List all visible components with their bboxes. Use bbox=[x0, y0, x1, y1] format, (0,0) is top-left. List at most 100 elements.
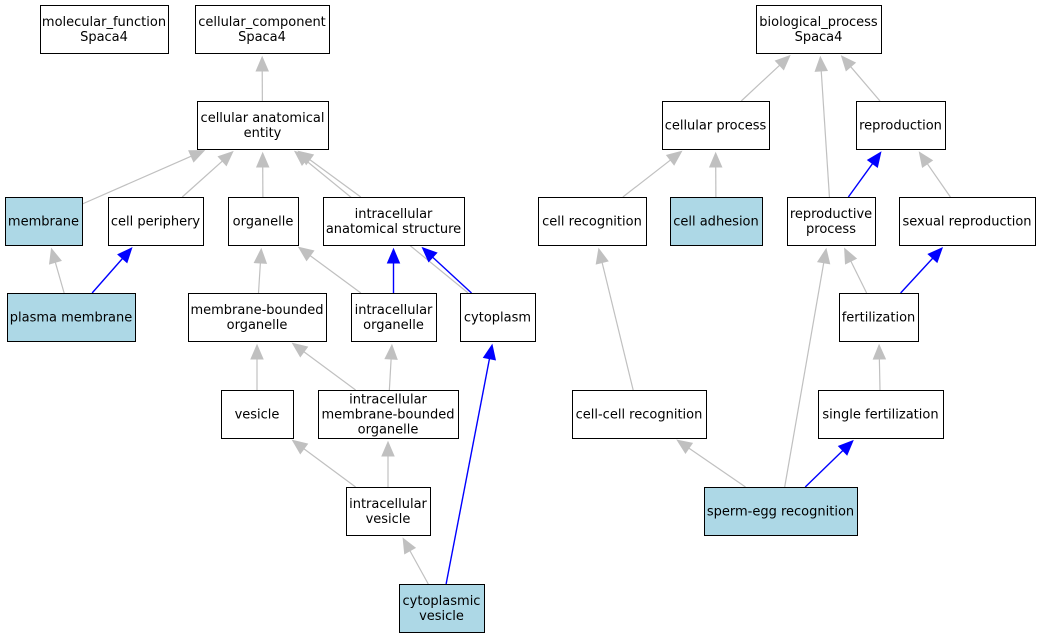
node-sexual_reproduction[interactable]: sexual reproduction bbox=[899, 197, 1036, 246]
node-label-line: membrane-bounded bbox=[321, 408, 454, 423]
node-label-line: organelle bbox=[233, 215, 294, 230]
node-label-line: plasma membrane bbox=[10, 311, 133, 326]
node-label-line: vesicle bbox=[419, 609, 464, 624]
edge-sperm_egg_recognition-to-single_fertilization bbox=[804, 439, 854, 488]
node-plasma_membrane[interactable]: plasma membrane bbox=[7, 293, 136, 342]
edge-arrowhead bbox=[386, 247, 401, 264]
node-label-line: cellular_component bbox=[198, 15, 326, 30]
node-box[interactable] bbox=[818, 390, 944, 439]
nodes-layer: molecular_functionSpaca4cellular_compone… bbox=[5, 5, 1036, 633]
node-single_fertilization[interactable]: single fertilization bbox=[818, 390, 944, 439]
node-label-line: cellular process bbox=[665, 119, 767, 134]
node-box[interactable] bbox=[856, 101, 946, 150]
edge-arrowhead bbox=[48, 247, 62, 265]
node-cell_cell_recognition[interactable]: cell-cell recognition bbox=[572, 390, 707, 439]
edge-line bbox=[54, 262, 65, 294]
node-organelle[interactable]: organelle bbox=[228, 197, 299, 246]
edge-line bbox=[309, 159, 362, 198]
edge-membrane_bounded_organelle-to-organelle bbox=[253, 247, 268, 294]
node-label-line: Spaca4 bbox=[795, 30, 843, 45]
edge-reproductive_process-to-reproduction bbox=[847, 151, 882, 198]
node-reproduction[interactable]: reproduction bbox=[856, 101, 946, 150]
node-box[interactable] bbox=[323, 197, 465, 246]
node-cellular_process[interactable]: cellular process bbox=[662, 101, 770, 150]
edge-arrowhead bbox=[844, 247, 858, 265]
node-box[interactable] bbox=[670, 197, 763, 246]
node-cell_adhesion[interactable]: cell adhesion bbox=[670, 197, 763, 246]
edge-line bbox=[850, 66, 881, 102]
node-box[interactable] bbox=[460, 293, 536, 342]
edge-cellular_process-to-biological_process bbox=[740, 54, 791, 102]
node-label-line: reproductive bbox=[790, 207, 872, 222]
node-box[interactable] bbox=[188, 293, 327, 342]
node-box[interactable] bbox=[538, 197, 647, 246]
edge-arrowhead bbox=[482, 343, 497, 361]
node-box[interactable] bbox=[704, 487, 858, 536]
edge-line bbox=[900, 257, 934, 294]
node-sperm_egg_recognition[interactable]: sperm-egg recognition bbox=[704, 487, 858, 536]
node-box[interactable] bbox=[572, 390, 707, 439]
node-box[interactable] bbox=[899, 197, 1036, 246]
node-vesicle[interactable]: vesicle bbox=[221, 390, 294, 439]
node-cell_recognition[interactable]: cell recognition bbox=[538, 197, 647, 246]
edge-sperm_egg_recognition-to-reproductive_process bbox=[784, 247, 831, 488]
node-cytoplasm[interactable]: cytoplasm bbox=[460, 293, 536, 342]
node-label-line: molecular_function bbox=[42, 15, 166, 30]
node-box[interactable] bbox=[756, 5, 882, 54]
node-box[interactable] bbox=[228, 197, 299, 246]
node-label-line: cellular anatomical bbox=[201, 111, 325, 126]
node-box[interactable] bbox=[40, 5, 169, 54]
node-box[interactable] bbox=[197, 101, 329, 150]
node-box[interactable] bbox=[399, 584, 485, 633]
edges-layer bbox=[48, 54, 951, 585]
node-box[interactable] bbox=[839, 293, 919, 342]
edge-cytoplasmic_vesicle-to-intracellular_vesicle bbox=[402, 537, 429, 585]
edge-line bbox=[409, 550, 429, 585]
edge-cytoplasm-to-intracellular_anatomical_structure bbox=[421, 246, 472, 294]
node-cell_periphery[interactable]: cell periphery bbox=[108, 197, 204, 246]
node-box[interactable] bbox=[351, 293, 437, 342]
edge-cell_recognition-to-cellular_process bbox=[622, 150, 683, 198]
edge-reproductive_process-to-biological_process bbox=[814, 55, 831, 198]
node-label-line: vesicle bbox=[366, 512, 411, 527]
node-label-line: single fertilization bbox=[822, 408, 938, 423]
edge-line bbox=[257, 262, 261, 294]
node-box[interactable] bbox=[787, 197, 876, 246]
node-label-line: cytoplasm bbox=[464, 311, 531, 326]
node-label-line: fertilization bbox=[842, 311, 916, 326]
node-box[interactable] bbox=[108, 197, 204, 246]
edge-line bbox=[388, 358, 392, 391]
node-box[interactable] bbox=[662, 101, 770, 150]
node-fertilization[interactable]: fertilization bbox=[839, 293, 919, 342]
node-label-line: organelle bbox=[363, 318, 424, 333]
edge-line bbox=[181, 160, 223, 198]
node-box[interactable] bbox=[221, 390, 294, 439]
node-box[interactable] bbox=[195, 5, 330, 54]
node-label-line: vesicle bbox=[235, 408, 280, 423]
edge-arrowhead bbox=[293, 150, 311, 166]
edge-membrane-to-cellular_anatomical_entity bbox=[81, 150, 206, 205]
node-membrane[interactable]: membrane bbox=[5, 197, 83, 246]
node-box[interactable] bbox=[5, 197, 83, 246]
node-label-line: intracellular bbox=[355, 303, 433, 318]
edge-line bbox=[303, 351, 356, 391]
node-box[interactable] bbox=[7, 293, 136, 342]
node-label-line: sexual reproduction bbox=[902, 215, 1031, 230]
node-box[interactable] bbox=[318, 390, 459, 439]
node-box[interactable] bbox=[346, 487, 431, 536]
edge-line bbox=[740, 64, 780, 102]
edge-arrowhead bbox=[217, 150, 234, 167]
edge-intracellular_vesicle-to-vesicle bbox=[291, 439, 356, 488]
edge-cell_adhesion-to-cellular_process bbox=[708, 151, 723, 198]
